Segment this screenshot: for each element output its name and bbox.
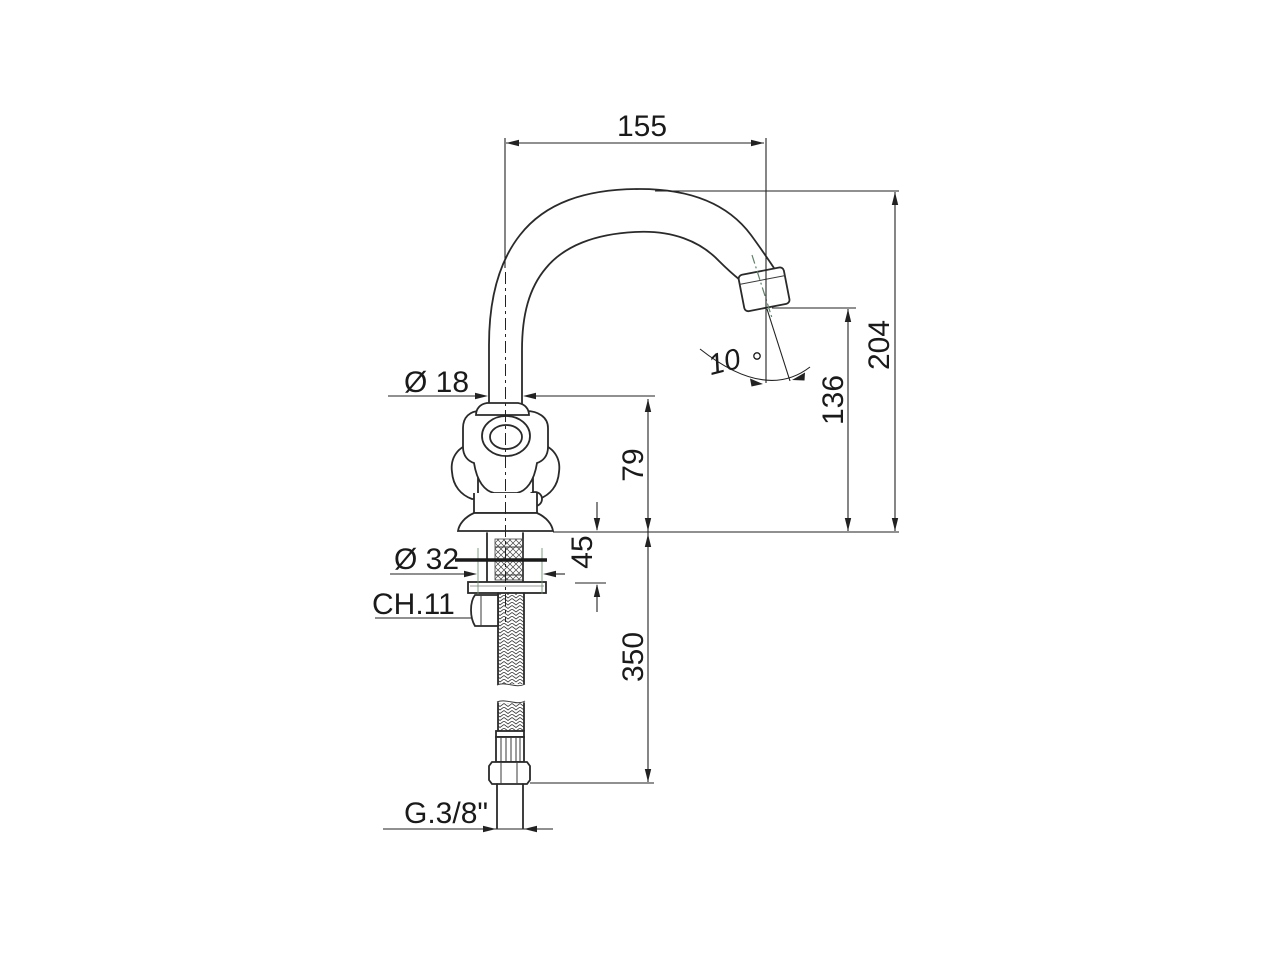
dim-total-height: 204 bbox=[863, 320, 896, 370]
braided-hose bbox=[496, 592, 526, 732]
swan-neck-spout bbox=[488, 188, 777, 405]
dim-body-height: 79 bbox=[617, 448, 650, 481]
angle-tilted-line bbox=[766, 308, 791, 382]
wrench-nut bbox=[470, 594, 499, 627]
angle-arc bbox=[699, 348, 811, 381]
dimension-lines bbox=[455, 142, 896, 782]
spout-collar bbox=[475, 402, 530, 416]
aerator-outlet bbox=[737, 266, 791, 313]
hose-break-upper-edge bbox=[496, 683, 526, 687]
dim-base-diameter: Ø 32 bbox=[394, 543, 459, 576]
hose-ferrule bbox=[495, 730, 525, 763]
arrowheads bbox=[464, 139, 899, 833]
degree-symbol bbox=[753, 352, 761, 360]
extension-lines bbox=[375, 138, 899, 830]
dim-thread-size: G.3/8" bbox=[404, 797, 488, 830]
dim-spout-reach: 155 bbox=[617, 110, 667, 143]
connector-tube bbox=[496, 783, 524, 829]
hose-break-lower-edge bbox=[496, 700, 526, 704]
dim-spout-outlet-height: 136 bbox=[817, 375, 850, 425]
dim-mount-thickness: 45 bbox=[566, 535, 599, 568]
dim-hose-length: 350 bbox=[617, 632, 650, 682]
dim-wrench-size: CH.11 bbox=[372, 588, 455, 621]
dim-spout-angle: 10 bbox=[705, 343, 744, 382]
aerator-centerline bbox=[751, 254, 773, 319]
base-skirt bbox=[456, 512, 555, 532]
dim-spout-diameter: Ø 18 bbox=[404, 366, 469, 399]
hose-hex-nut bbox=[488, 761, 531, 785]
washer-flange bbox=[467, 581, 547, 594]
dimension-labels: 155 204 136 79 350 45 Ø 18 Ø 32 CH.11 G.… bbox=[372, 110, 896, 830]
